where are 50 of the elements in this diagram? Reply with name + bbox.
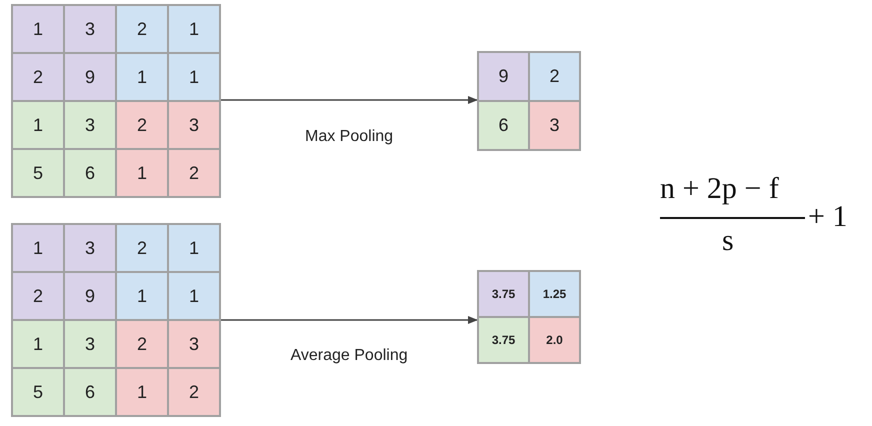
matrix-cell: 2 — [168, 368, 220, 416]
matrix-cell: 1 — [12, 224, 64, 272]
matrix-cell: 2 — [168, 149, 220, 197]
matrix-cell: 1 — [12, 320, 64, 368]
matrix-cell: 3.75 — [478, 317, 529, 363]
matrix-cell: 1 — [168, 5, 220, 53]
matrix-cell: 1 — [116, 272, 168, 320]
matrix-cell: 1.25 — [529, 271, 580, 317]
matrix-cell: 1 — [168, 272, 220, 320]
matrix-cell: 1 — [116, 149, 168, 197]
matrix-grid — [12, 224, 220, 416]
matrix-cell: 5 — [12, 149, 64, 197]
matrix-cell: 2 — [12, 53, 64, 101]
matrix-cell: 1 — [12, 5, 64, 53]
matrix-cell: 9 — [64, 53, 116, 101]
matrix-cell: 9 — [64, 272, 116, 320]
matrix-grid — [12, 5, 220, 197]
matrix-cell: 3 — [168, 101, 220, 149]
arrow — [221, 96, 478, 104]
matrix-cell: 3 — [168, 320, 220, 368]
matrix-cell: 2 — [116, 5, 168, 53]
matrix-cell: 3 — [64, 5, 116, 53]
matrix-cell: 2 — [12, 272, 64, 320]
matrix-cell: 1 — [116, 53, 168, 101]
matrix-cell: 6 — [64, 368, 116, 416]
matrix-cell: 6 — [478, 101, 529, 150]
matrix-cell: 2 — [529, 52, 580, 101]
matrix-cell: 3 — [64, 101, 116, 149]
matrix-cell: 1 — [12, 101, 64, 149]
formula-denominator: s — [722, 224, 734, 258]
matrix-cell: 6 — [64, 149, 116, 197]
formula-numerator: n + 2p − f — [660, 172, 779, 206]
matrix-cell: 2 — [116, 224, 168, 272]
matrix-cell: 3 — [64, 224, 116, 272]
matrix-cell: 5 — [12, 368, 64, 416]
arrow — [221, 316, 478, 324]
matrix-grid — [478, 271, 580, 363]
matrix-cell: 3.75 — [478, 271, 529, 317]
matrix-cell: 2.0 — [529, 317, 580, 363]
matrix-cell: 3 — [529, 101, 580, 150]
matrix-grid — [478, 52, 580, 150]
matrix-cell: 1 — [116, 368, 168, 416]
edge-label: Average Pooling — [288, 347, 410, 365]
matrix-cell: 3 — [64, 320, 116, 368]
formula-term: + 1 — [808, 200, 848, 234]
matrix-cell: 1 — [168, 53, 220, 101]
matrix-cell: 2 — [116, 101, 168, 149]
matrix-cell: 9 — [478, 52, 529, 101]
matrix-cell: 1 — [168, 224, 220, 272]
matrix-cell: 2 — [116, 320, 168, 368]
